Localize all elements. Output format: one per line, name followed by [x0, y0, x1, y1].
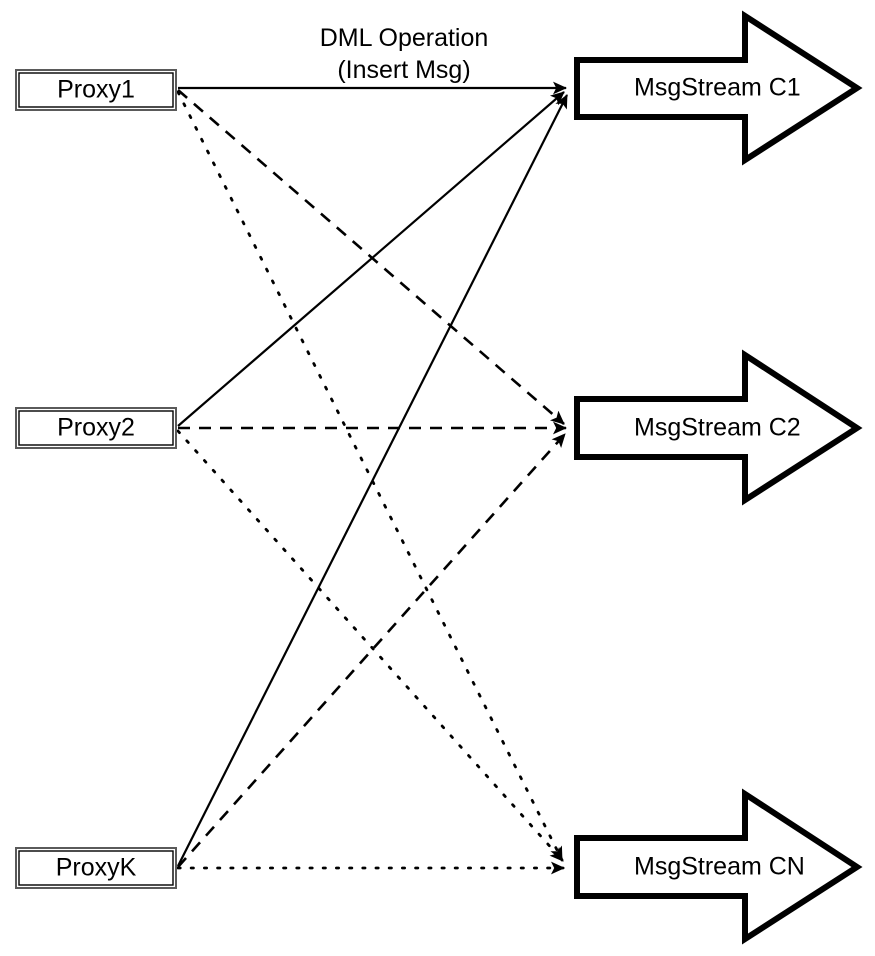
msgstream-cn-arrow-outline [574, 788, 863, 945]
connection-proxy2-to-stream-cn [176, 429, 565, 863]
connection-proxy1-to-stream-c2 [177, 89, 565, 425]
proxy1-box-inner [18, 72, 174, 108]
msgstream-arrow-c1[interactable]: MsgStream C1 [574, 10, 863, 166]
connection-group [176, 81, 568, 875]
msgstream-c1-arrow-outline [574, 10, 863, 166]
proxy-box-proxy1[interactable]: Proxy1 [15, 69, 177, 111]
proxyk-box-inner [18, 850, 174, 886]
proxy1-label: Proxy1 [57, 76, 135, 104]
proxy-box-proxyk[interactable]: ProxyK [15, 847, 177, 889]
proxy-box-proxy2[interactable]: Proxy2 [15, 407, 177, 449]
msgstream-arrow-cn[interactable]: MsgStream CN [574, 788, 863, 945]
proxy2-label: Proxy2 [57, 414, 135, 442]
connection-proxyk-to-stream-c2 [177, 433, 566, 868]
msgstream-c1-label: MsgStream C1 [634, 74, 801, 102]
msgstream-arrow-c2[interactable]: MsgStream C2 [574, 349, 863, 506]
caption-dml-operation: DML Operation (Insert Msg) [320, 24, 489, 84]
caption-line-1: DML Operation [320, 24, 489, 52]
msgstream-c2-label: MsgStream C2 [634, 414, 801, 442]
caption-line-2: (Insert Msg) [337, 56, 470, 84]
msgstream-cn-label: MsgStream CN [634, 853, 805, 881]
connection-proxyk-to-stream-c1 [177, 94, 568, 867]
msgstream-c2-arrow-outline [574, 349, 863, 506]
proxy2-box-inner [18, 410, 174, 446]
proxyk-label: ProxyK [56, 854, 137, 882]
connection-proxy2-to-stream-c1 [177, 91, 565, 427]
connection-proxy1-to-stream-cn [176, 90, 564, 862]
